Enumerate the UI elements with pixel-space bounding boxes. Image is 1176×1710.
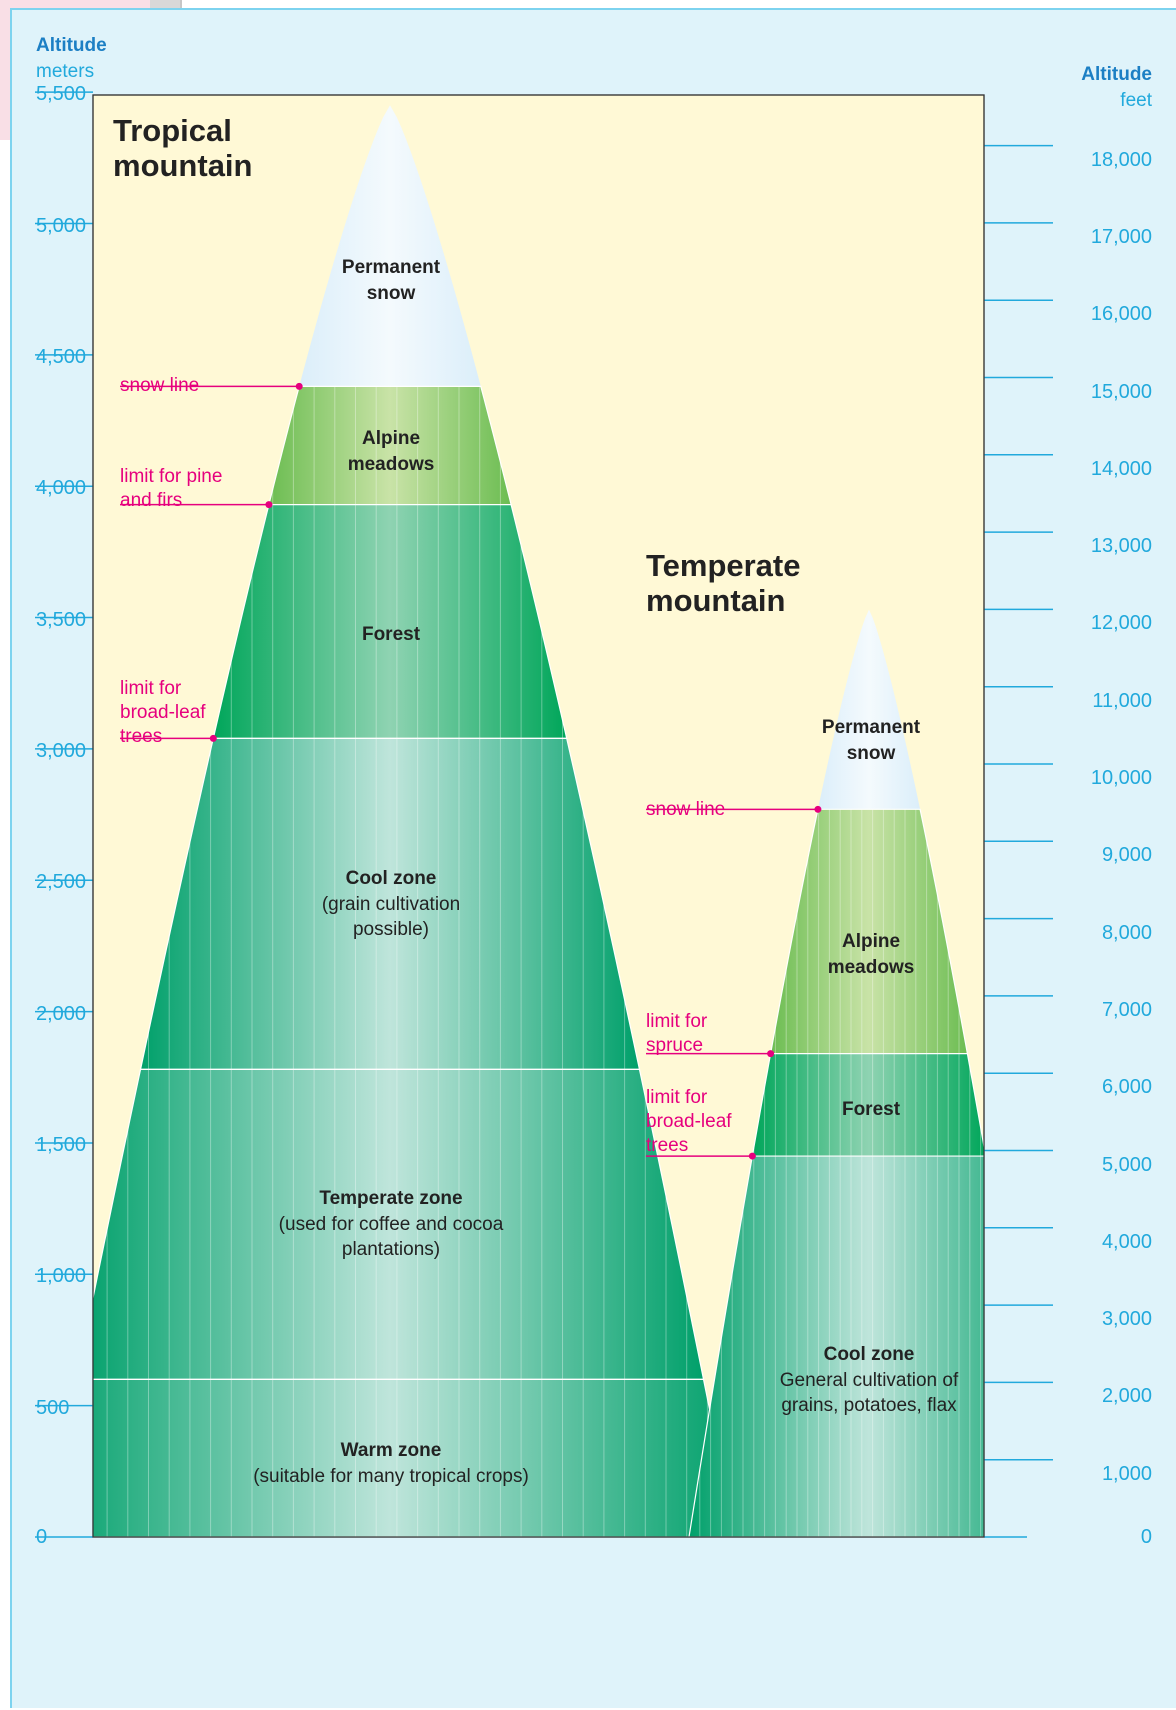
tropical-title-line2: mountain bbox=[113, 147, 253, 183]
temperate-zone-band bbox=[751, 1053, 984, 1157]
right-tick-label: 5,000 bbox=[1101, 1153, 1152, 1176]
right-tick-label: 7,000 bbox=[1101, 998, 1152, 1021]
plot-border bbox=[92, 94, 985, 1538]
temperate-mountain bbox=[688, 609, 984, 1537]
tropical-zone-label-warm: Warm zone (suitable for many tropical cr… bbox=[253, 1440, 529, 1487]
tropical-limit-label-snow-line: snow line bbox=[120, 375, 200, 396]
temperate-zone-band bbox=[688, 1155, 984, 1537]
temperate-limit-dot bbox=[748, 1152, 756, 1160]
tropical-zone-label-temperate: Temperate zone (used for coffee and coco… bbox=[278, 1188, 504, 1261]
figure-panel: Altitude meters Altitude feet 5,500 5,000… bbox=[10, 8, 1176, 1708]
right-axis-title: Altitude bbox=[1081, 64, 1152, 85]
right-tick-label: 17,000 bbox=[1090, 225, 1152, 248]
tropical-zone-label-forest: Forest bbox=[361, 624, 421, 645]
right-tick-label: 6,000 bbox=[1101, 1076, 1152, 1099]
temperate-title-line1: Temperate bbox=[646, 548, 801, 583]
right-tick-label: 9,000 bbox=[1101, 844, 1152, 867]
left-axis-title: Altitude bbox=[36, 35, 107, 56]
right-tick-label: 11,000 bbox=[1092, 689, 1152, 712]
right-tick-label: 0 bbox=[1140, 1526, 1152, 1548]
right-tick-label: 3,000 bbox=[1101, 1308, 1152, 1331]
tropical-limit-dot bbox=[265, 501, 273, 509]
tropical-limit-dot bbox=[295, 382, 303, 390]
tropical-zone-label-snow: Permanent snow bbox=[341, 257, 441, 304]
temperate-mountain-title: Temperate mountain bbox=[646, 548, 801, 618]
temperate-zone-band bbox=[817, 609, 921, 810]
right-tick-label: 13,000 bbox=[1090, 535, 1152, 558]
right-tick-label: 16,000 bbox=[1090, 303, 1152, 326]
tropical-limit-dot bbox=[209, 734, 217, 742]
left-tick-label: 2,500 bbox=[36, 871, 87, 894]
left-axis-unit: meters bbox=[36, 61, 95, 82]
temperate-zone-label-forest: Forest bbox=[841, 1099, 901, 1120]
left-tick-label: 5,500 bbox=[36, 83, 87, 106]
temperate-zone-label-snow: Permanent snow bbox=[821, 717, 921, 764]
tropical-zone-label-alpine: Alpine meadows bbox=[347, 428, 435, 475]
right-tick-label: 1,000 bbox=[1101, 1462, 1152, 1485]
temperate-zone-label-cool: Cool zone General cultivation of grains,… bbox=[779, 1344, 959, 1417]
left-tick-label: 2,000 bbox=[36, 1002, 87, 1025]
tropical-mountain bbox=[93, 105, 736, 1537]
right-tick-label: 2,000 bbox=[1101, 1385, 1152, 1408]
altitude-zones-diagram bbox=[35, 91, 1053, 1538]
tropical-zone-label-cool: Cool zone (grain cultivation possible) bbox=[321, 868, 461, 941]
temperate-limit-dot bbox=[767, 1050, 775, 1058]
tropical-title-line1: Tropical bbox=[113, 113, 232, 148]
tropical-mountain-title: Tropical mountain bbox=[113, 113, 253, 183]
tropical-zone-band bbox=[299, 105, 481, 387]
right-tick-label: 10,000 bbox=[1090, 767, 1152, 789]
left-tick-label: 3,000 bbox=[36, 739, 87, 762]
right-tick-label: 15,000 bbox=[1090, 380, 1152, 403]
left-tick-label: 0 bbox=[36, 1526, 48, 1548]
left-tick-label: 500 bbox=[36, 1396, 70, 1419]
left-tick-label: 3,500 bbox=[36, 608, 87, 631]
right-tick-label: 4,000 bbox=[1101, 1230, 1152, 1253]
left-tick-label: 4,500 bbox=[36, 345, 87, 368]
right-tick-label: 14,000 bbox=[1090, 457, 1152, 480]
right-tick-label: 18,000 bbox=[1090, 148, 1152, 171]
left-tick-label: 4,000 bbox=[36, 477, 87, 500]
right-tick-label: 12,000 bbox=[1090, 612, 1152, 635]
temperate-limit-label-snow-line: snow line bbox=[646, 799, 726, 820]
left-tick-label: 5,000 bbox=[36, 214, 87, 237]
right-axis-unit: feet bbox=[1120, 90, 1152, 111]
right-tick-label: 8,000 bbox=[1101, 921, 1152, 944]
temperate-title-line2: mountain bbox=[646, 582, 786, 618]
temperate-limit-dot bbox=[814, 805, 822, 813]
temperate-zone-label-alpine: Alpine meadows bbox=[827, 931, 915, 978]
left-tick-label: 1,000 bbox=[36, 1265, 87, 1288]
left-tick-label: 1,500 bbox=[36, 1133, 87, 1156]
